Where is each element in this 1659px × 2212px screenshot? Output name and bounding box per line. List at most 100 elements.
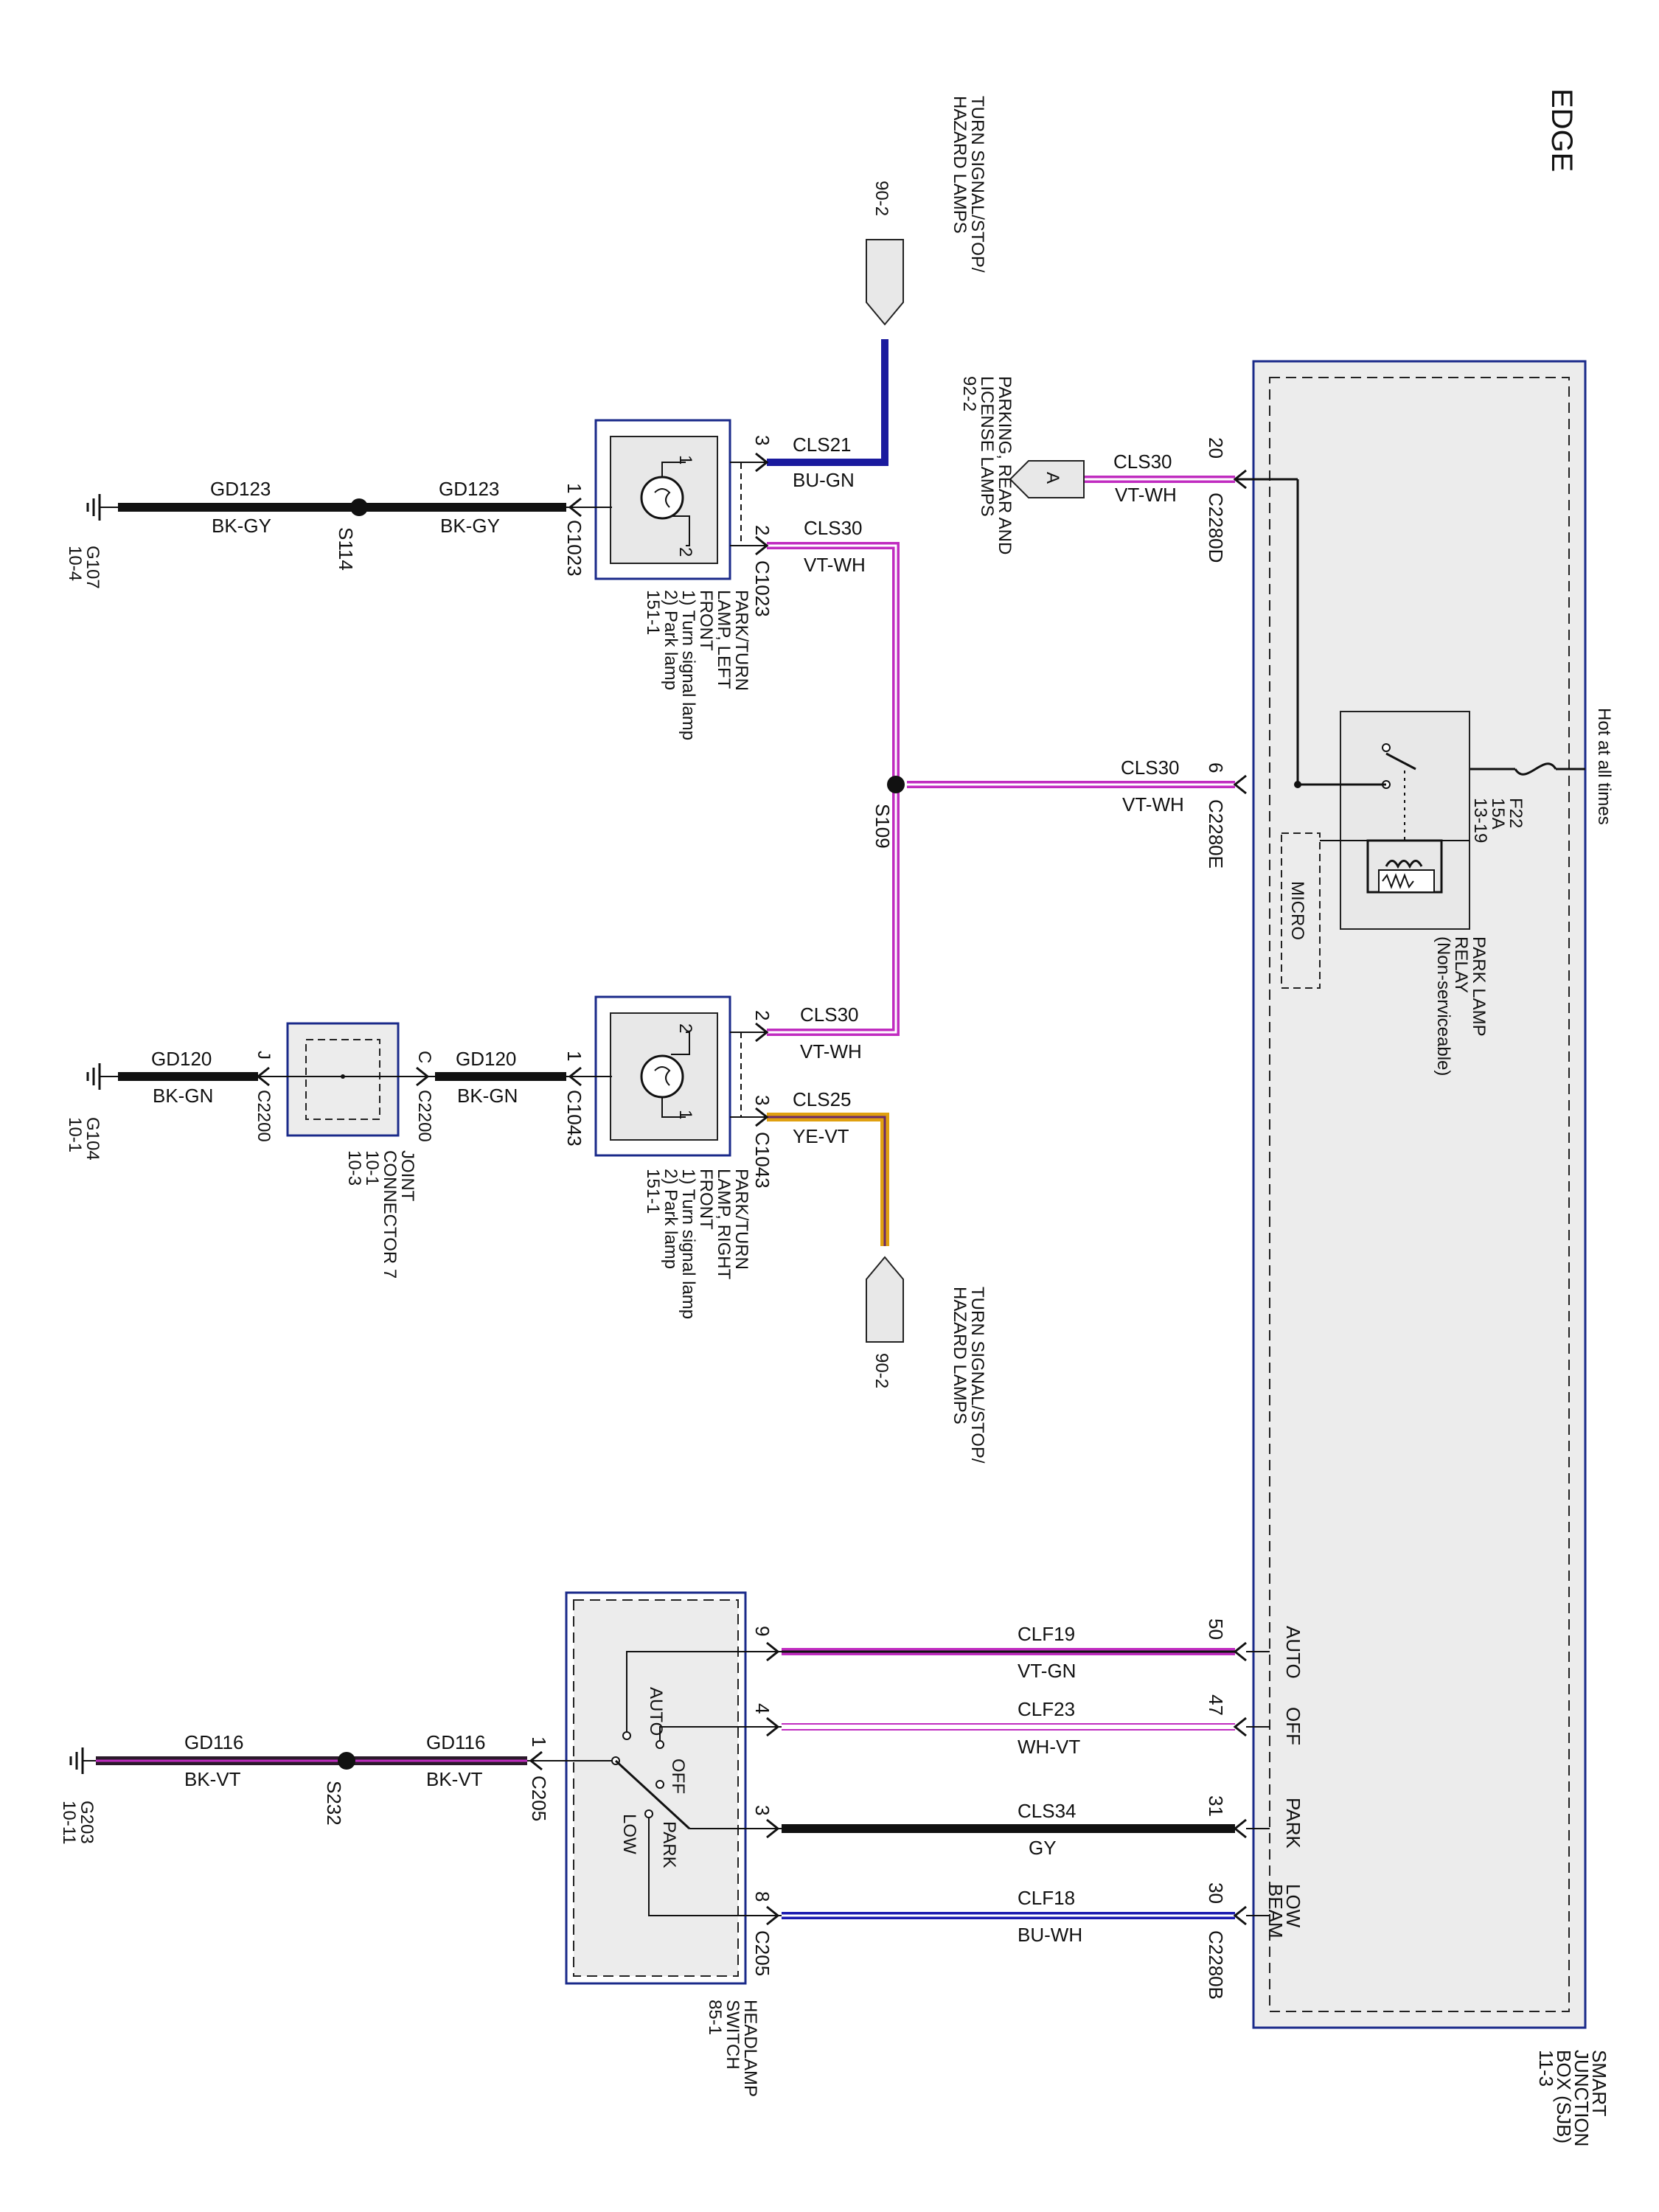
svg-text:AUTO: AUTO [1282,1626,1304,1679]
svg-text:SMART: SMART [1588,2050,1610,2117]
smart-junction-box [1252,360,1587,2029]
relay-label: PARK LAMP RELAY (Non-serviceable) [1433,936,1489,1076]
svg-text:GD120: GD120 [456,1048,516,1070]
svg-text:CLF23: CLF23 [1018,1698,1075,1720]
svg-text:C2280E: C2280E [1205,799,1227,869]
svg-text:BK-GY: BK-GY [212,515,271,537]
svg-text:GD120: GD120 [151,1048,212,1070]
svg-text:PARK LAMP: PARK LAMP [1469,936,1489,1037]
svg-text:(Non-serviceable): (Non-serviceable) [1433,936,1453,1076]
svg-text:90-2: 90-2 [872,181,891,216]
turn-signal-ref-bot [866,1256,904,1343]
svg-text:C2200: C2200 [254,1090,274,1142]
svg-text:1) Turn signal lamp: 1) Turn signal lamp [678,590,698,740]
turn-signal-ref-top [866,239,904,326]
svg-text:3: 3 [751,435,773,445]
svg-text:BEAM: BEAM [1265,1884,1287,1938]
svg-text:J: J [254,1051,274,1060]
fuse-f22 [1514,762,1557,776]
joint-connector-7 [258,1022,435,1137]
g104-label: G104 10-1 [65,1117,102,1161]
svg-text:C205: C205 [528,1775,550,1821]
turn-signal-top-label: TURN SIGNAL/STOP/ HAZARD LAMPS [950,96,987,273]
svg-text:YE-VT: YE-VT [793,1125,849,1147]
left-lamp-label: PARK/TURN LAMP, LEFT FRONT 1) Turn signa… [643,590,751,740]
svg-text:2) Park lamp: 2) Park lamp [661,1169,681,1269]
right-lamp-label: PARK/TURN LAMP, RIGHT FRONT 1) Turn sign… [643,1169,751,1319]
joint-connector-label: JOINT CONNECTOR 7 10-1 10-3 [344,1150,417,1279]
svg-text:C: C [414,1051,434,1063]
svg-text:C2280B: C2280B [1205,1930,1227,2000]
svg-text:OFF: OFF [668,1759,688,1794]
fuse-label: F22 15A 13-19 [1470,798,1526,843]
left-park-turn-lamp [594,419,731,580]
svg-text:3: 3 [751,1095,773,1105]
svg-text:C205: C205 [751,1930,773,1976]
parking-rear-ref: PARKING, REAR AND LICENSE LAMPS 92-2 [959,376,1015,554]
svg-text:CLS30: CLS30 [804,517,863,539]
svg-text:C1023: C1023 [563,520,585,577]
svg-text:PARK/TURN: PARK/TURN [731,1169,751,1270]
connector-a [1009,460,1085,498]
svg-text:CLS21: CLS21 [793,434,852,456]
splice-s232 [338,1752,355,1770]
svg-text:BK-VT: BK-VT [184,1768,241,1790]
svg-text:4: 4 [751,1703,773,1714]
wire-cls21-bu-gn [767,339,888,466]
svg-text:1: 1 [528,1736,550,1747]
svg-text:1: 1 [563,483,585,493]
svg-text:C1023: C1023 [751,560,773,617]
svg-text:VT-WH: VT-WH [1115,484,1177,506]
svg-text:A: A [1043,472,1062,484]
svg-text:CLS30: CLS30 [800,1004,859,1026]
svg-text:10-11: 10-11 [59,1801,79,1845]
svg-text:CLF18: CLF18 [1018,1887,1075,1909]
svg-text:10-1: 10-1 [362,1150,382,1186]
svg-text:GD116: GD116 [184,1731,243,1753]
svg-text:BK-GY: BK-GY [440,515,500,537]
svg-text:GD123: GD123 [439,478,499,500]
svg-text:CONNECTOR 7: CONNECTOR 7 [380,1150,400,1279]
diagram-title: EDGE [1545,88,1578,172]
svg-text:BK-VT: BK-VT [426,1768,483,1790]
hot-at-all-times-label: Hot at all times [1594,708,1614,825]
svg-text:10-4: 10-4 [65,546,85,581]
svg-text:1: 1 [675,455,695,465]
svg-text:2: 2 [675,547,695,557]
svg-text:8: 8 [751,1891,773,1902]
svg-text:WH-VT: WH-VT [1018,1736,1080,1758]
svg-text:LICENSE LAMPS: LICENSE LAMPS [977,376,997,517]
ground-g203 [69,1747,96,1774]
svg-text:G107: G107 [83,546,102,589]
svg-text:S114: S114 [335,527,357,571]
svg-text:HEADLAMP: HEADLAMP [740,2000,760,2097]
svg-text:CLS25: CLS25 [793,1088,852,1110]
svg-text:11-3: 11-3 [1535,2050,1557,2087]
svg-text:S109: S109 [872,804,894,849]
ground-g107 [86,494,118,521]
turn-signal-bot-label: TURN SIGNAL/STOP/ HAZARD LAMPS [950,1287,987,1464]
svg-text:PARK: PARK [659,1821,679,1868]
svg-text:G203: G203 [77,1801,97,1844]
svg-text:TURN SIGNAL/STOP/: TURN SIGNAL/STOP/ [967,96,987,273]
svg-text:1: 1 [563,1051,585,1061]
svg-text:2: 2 [751,525,773,535]
svg-text:6: 6 [1205,762,1227,773]
svg-text:VT-WH: VT-WH [800,1040,862,1062]
svg-text:C2280D: C2280D [1205,493,1227,563]
splice-s114 [350,498,368,516]
svg-text:15A: 15A [1488,798,1508,830]
g107-label: G107 10-4 [65,546,102,589]
svg-text:CLS30: CLS30 [1113,451,1172,473]
svg-text:TURN SIGNAL/STOP/: TURN SIGNAL/STOP/ [967,1287,987,1464]
park-lamp-relay [1320,711,1470,930]
svg-text:1) Turn signal lamp: 1) Turn signal lamp [678,1169,698,1319]
svg-text:85-1: 85-1 [705,2000,725,2035]
svg-text:HAZARD LAMPS: HAZARD LAMPS [950,1287,970,1425]
svg-text:C2200: C2200 [414,1090,434,1142]
svg-text:MICRO: MICRO [1287,881,1307,940]
wire-vt-wh-bus [767,542,900,1036]
svg-text:BOX (SJB): BOX (SJB) [1553,2050,1575,2143]
svg-text:CLF19: CLF19 [1018,1623,1075,1645]
